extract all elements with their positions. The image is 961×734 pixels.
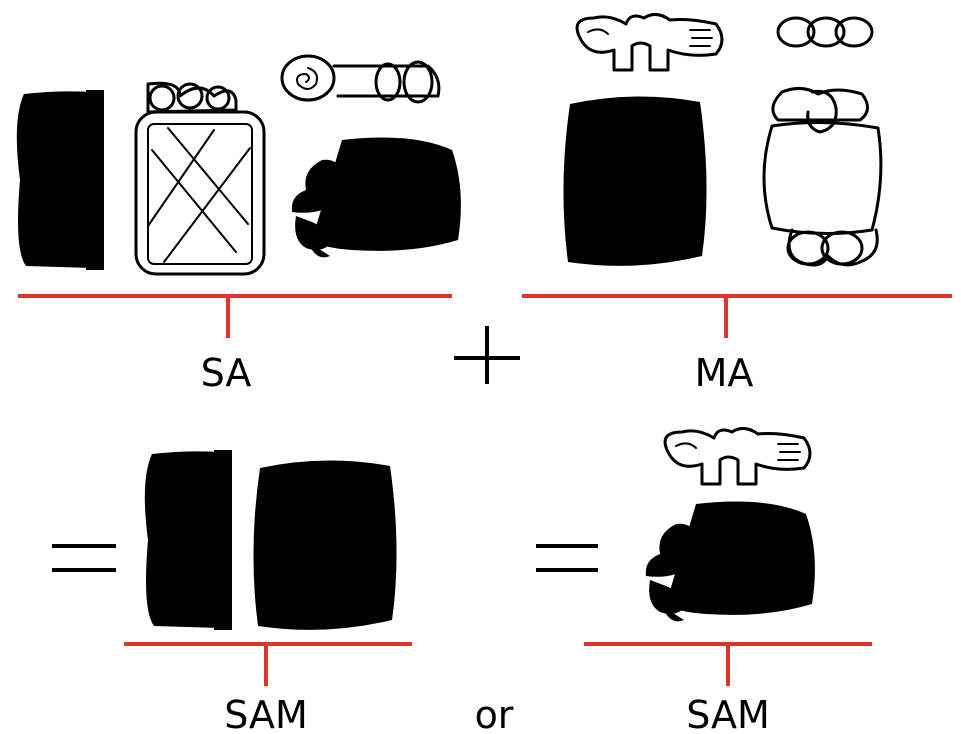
sa-crossed-glyph	[134, 81, 266, 276]
label-ma: MA	[695, 351, 754, 395]
label-sa: SA	[201, 351, 252, 395]
label-or: or	[475, 693, 514, 734]
sa-head-glyph	[280, 54, 461, 258]
sa-bracket	[18, 294, 452, 338]
sam-head-glyph	[645, 427, 815, 622]
sa-comb-glyph	[16, 90, 104, 270]
equals-icon-left	[52, 544, 116, 572]
label-sam-left: SAM	[224, 693, 308, 734]
equals-icon-right	[536, 544, 598, 572]
ma-bracket	[522, 294, 952, 338]
ma-glyph-2	[762, 16, 883, 267]
sam-combined-glyph	[144, 450, 397, 630]
plus-icon	[454, 326, 520, 384]
ma-glyph-1	[563, 13, 724, 266]
sam-right-bracket	[584, 642, 872, 686]
sam-left-bracket	[124, 642, 412, 686]
label-sam-right: SAM	[686, 693, 770, 734]
